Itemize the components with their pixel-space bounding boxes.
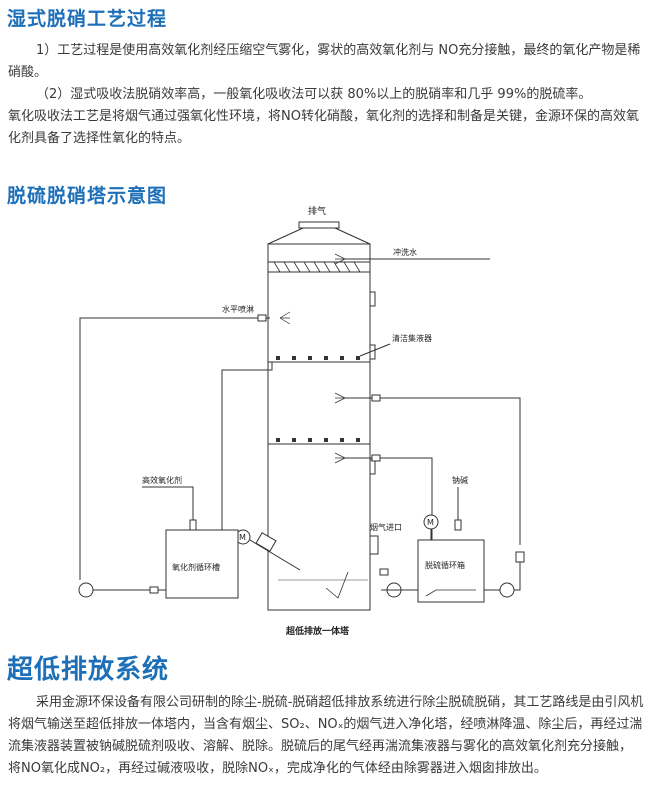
clean-collector-label: 清洁集液器 xyxy=(392,333,432,343)
pump-left xyxy=(78,582,94,598)
tower-diagram: 排气 冲洗水 水平喷淋 清洁集液器 xyxy=(78,205,525,637)
section-title-ultra-low-emission: 超低排放系统 xyxy=(7,655,170,685)
exhaust-label: 排气 xyxy=(308,205,326,217)
section-title-diagram: 脱硫脱硝塔示意图 xyxy=(7,185,168,207)
horizontal-spray-label: 水平喷淋 xyxy=(222,304,254,314)
pump-right xyxy=(499,582,515,598)
flush-water-label: 冲洗水 xyxy=(393,247,417,257)
paragraph-system: 采用金源环保设备有限公司研制的除尘-脱硫-脱硝超低排放系统进行除尘脱硫脱硝，其工… xyxy=(8,695,644,776)
process-description: 1）工艺过程是使用高效氧化剂经压缩空气雾化，雾状的高效氧化剂与 NO充分接触，最… xyxy=(8,40,644,150)
paragraph-2: （2）湿式吸收法脱硝效率高，一般氧化吸收法可以获 80%以上的脱硝率和几乎 99… xyxy=(36,87,592,102)
flue-inlet-label: 烟气进口 xyxy=(370,522,402,532)
system-description: 采用金源环保设备有限公司研制的除尘-脱硫-脱硝超低排放系统进行除尘脱硫脱硝，其工… xyxy=(8,692,644,780)
collector-cups xyxy=(276,356,360,360)
exhaust-outlet xyxy=(298,221,340,229)
desulfurization-circulation-tank xyxy=(417,539,485,603)
oxidant-label: 高效氧化剂 xyxy=(142,475,182,485)
paragraph-3: 氧化吸收法工艺是将烟气通过强氧化性环境，将NO转化硝酸，氧化剂的选择和制备是关键… xyxy=(8,109,639,146)
oxidant-tank-label: 氧化剂循环槽 xyxy=(172,562,220,572)
svg-text:M: M xyxy=(427,518,434,527)
caustic-label: 钠碱 xyxy=(452,475,468,485)
svg-text:M: M xyxy=(239,533,246,542)
tower-caption: 超低排放一体塔 xyxy=(285,625,350,637)
desulf-tank-label: 脱硫循环箱 xyxy=(425,560,465,570)
section-title-wet-denitration: 湿式脱硝工艺过程 xyxy=(7,8,168,30)
oxidant-circulation-tank xyxy=(165,529,239,599)
paragraph-1: 1）工艺过程是使用高效氧化剂经压缩空气雾化，雾状的高效氧化剂与 NO充分接触，最… xyxy=(8,43,641,80)
tower-body xyxy=(267,243,371,611)
